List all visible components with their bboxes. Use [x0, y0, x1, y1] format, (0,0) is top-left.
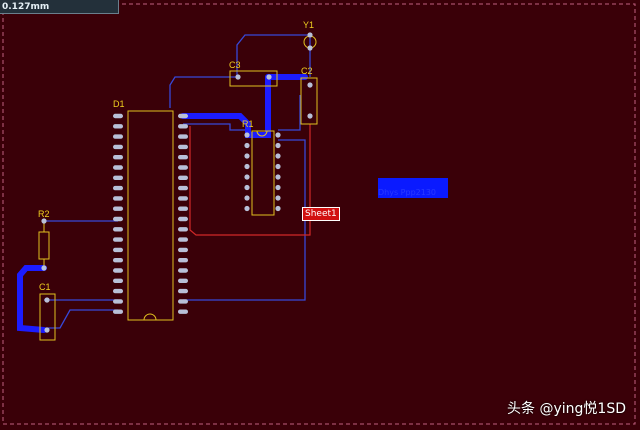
d1-pad-right[interactable] — [178, 196, 188, 201]
c3-pad-2 — [266, 74, 272, 80]
d1-pad-right[interactable] — [178, 113, 188, 119]
c2-body — [300, 77, 318, 125]
d1-pad-right[interactable] — [178, 247, 188, 253]
d1-pad-right[interactable] — [178, 288, 188, 294]
r1-pad-left[interactable] — [244, 174, 250, 180]
d1-pad-left[interactable] — [113, 268, 123, 273]
d1-pad-left[interactable] — [113, 247, 123, 253]
d1-pad-right[interactable] — [178, 185, 188, 191]
r2-pad-1 — [41, 218, 47, 224]
r1-pad-left[interactable] — [244, 153, 250, 159]
d1-pad-left[interactable] — [113, 309, 123, 314]
label-c3: C3 — [229, 60, 241, 70]
d1-pad-right[interactable] — [178, 165, 188, 170]
selected-text-object[interactable]: Dhys Ppp2130 — [378, 178, 448, 198]
d1-pad-right[interactable] — [178, 124, 188, 129]
r1-pads — [244, 132, 281, 212]
d1-pad-right[interactable] — [178, 144, 188, 150]
d1-pad-left[interactable] — [113, 144, 123, 150]
d1-pad-right[interactable] — [178, 175, 188, 180]
label-c2: C2 — [301, 66, 313, 76]
label-y1: Y1 — [303, 20, 315, 30]
r1-body — [251, 130, 275, 216]
watermark: 头条 @ying悦1SD — [507, 401, 626, 417]
d1-notch — [143, 313, 157, 321]
label-c1: C1 — [39, 282, 51, 292]
r1-pad-left[interactable] — [244, 142, 250, 149]
d1-pad-left[interactable] — [113, 134, 123, 139]
grid-size-text: 0.127mm — [2, 2, 50, 12]
y1-pad-2 — [307, 45, 313, 51]
d1-pad-right[interactable] — [178, 237, 188, 242]
d1-body — [127, 110, 174, 321]
label-d1: D1 — [113, 99, 125, 109]
d1-pad-right[interactable] — [178, 216, 188, 222]
d1-pad-left[interactable] — [113, 155, 123, 160]
r1-pad-right[interactable] — [275, 163, 281, 170]
r1-pad-right[interactable] — [275, 174, 281, 180]
d1-pad-right[interactable] — [178, 309, 188, 314]
c3-pad-1 — [235, 74, 241, 80]
r2-body — [38, 231, 50, 260]
sheet-label[interactable]: Sheet1 — [302, 207, 340, 221]
d1-pad-left[interactable] — [113, 258, 123, 263]
d1-pad-left[interactable] — [113, 206, 123, 211]
d1-pad-left[interactable] — [113, 278, 123, 283]
board-outline — [2, 3, 636, 425]
d1-pad-left[interactable] — [113, 299, 123, 304]
d1-pad-left[interactable] — [113, 185, 123, 191]
r1-pad-right[interactable] — [275, 205, 281, 212]
d1-pad-left[interactable] — [113, 165, 123, 170]
d1-pad-right[interactable] — [178, 134, 188, 139]
r2-pad-2 — [41, 265, 47, 271]
power-traces — [17, 74, 308, 333]
r1-pad-right[interactable] — [275, 195, 281, 201]
c1-pad-2 — [44, 327, 50, 333]
d1-pad-right[interactable] — [178, 268, 188, 273]
d1-pad-left[interactable] — [113, 113, 123, 119]
r1-pad-right[interactable] — [275, 153, 281, 159]
r1-pad-left[interactable] — [244, 195, 250, 201]
grid-size-readout: 0.127mm — [0, 0, 119, 14]
label-r2: R2 — [38, 209, 50, 219]
c2-pad-2 — [307, 113, 313, 119]
label-r1: R1 — [242, 119, 254, 129]
r1-pad-left[interactable] — [244, 184, 250, 191]
d1-pad-left[interactable] — [113, 288, 123, 294]
d1-pad-right[interactable] — [178, 299, 188, 304]
r1-pad-right[interactable] — [275, 184, 281, 191]
d1-pad-left[interactable] — [113, 227, 123, 232]
d1-pad-left[interactable] — [113, 237, 123, 242]
c2-pad-1 — [307, 82, 313, 88]
c1-body — [39, 293, 56, 341]
y1-pad-1 — [307, 32, 313, 38]
r1-pad-left[interactable] — [244, 205, 250, 212]
d1-pad-left[interactable] — [113, 124, 123, 129]
d1-pad-right[interactable] — [178, 227, 188, 232]
c3-body — [229, 70, 278, 87]
r1-pad-left[interactable] — [244, 132, 250, 138]
r1-pad-left[interactable] — [244, 163, 250, 170]
d1-pad-right[interactable] — [178, 206, 188, 211]
d1-left-pads — [113, 113, 123, 314]
selected-text: Dhys Ppp2130 — [378, 188, 437, 197]
d1-pad-left[interactable] — [113, 196, 123, 201]
r1-pad-right[interactable] — [275, 132, 281, 138]
d1-pad-left[interactable] — [113, 216, 123, 222]
c1-pad-1 — [44, 297, 50, 303]
r1-pad-right[interactable] — [275, 142, 281, 149]
d1-pad-left[interactable] — [113, 175, 123, 180]
d1-pad-right[interactable] — [178, 258, 188, 263]
red-traces — [189, 124, 311, 236]
d1-pad-right[interactable] — [178, 155, 188, 160]
d1-right-pads — [178, 113, 188, 314]
d1-pad-right[interactable] — [178, 278, 188, 283]
